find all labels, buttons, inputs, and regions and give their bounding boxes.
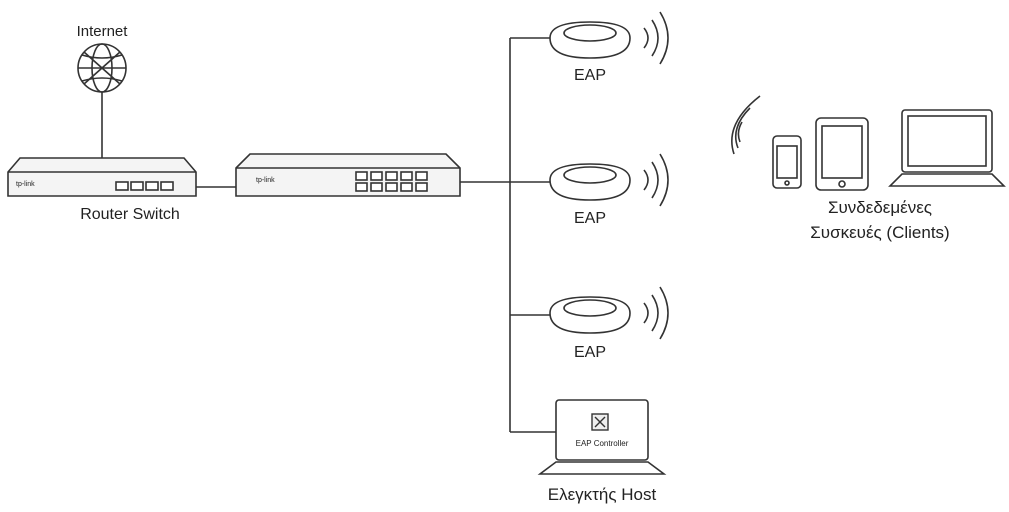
access-point-icon <box>549 21 631 59</box>
laptop-icon <box>888 109 1006 187</box>
eap-mid-label: EAP <box>574 210 606 227</box>
switch-device <box>235 153 461 197</box>
access-point-icon <box>549 296 631 334</box>
switch-brand: tp-link <box>256 177 275 184</box>
connection-lines <box>101 37 556 433</box>
globe-icon <box>77 43 127 93</box>
tablet-icon <box>815 117 869 191</box>
wifi-waves-icon <box>643 286 669 340</box>
access-point-icon <box>549 163 631 201</box>
phone-icon <box>772 135 802 189</box>
clients-label-line2: Συσκευές (Clients) <box>810 223 949 242</box>
controller-laptop-icon <box>537 399 667 475</box>
eap-top-label: EAP <box>574 67 606 84</box>
wifi-waves-icon <box>731 95 761 155</box>
controller-screen-text: EAP Controller <box>576 439 629 448</box>
controller-host-label: Ελεγκτής Host <box>548 485 657 504</box>
router-brand: tp-link <box>16 181 35 188</box>
router-device <box>7 157 197 197</box>
internet-label: Internet <box>77 23 129 40</box>
wifi-waves-icon <box>643 153 669 207</box>
router-label: Router Switch <box>80 206 180 223</box>
eap-bottom-label: EAP <box>574 344 606 361</box>
wifi-waves-icon <box>643 11 669 65</box>
clients-label-line1: Συνδεδεμένες <box>828 198 932 217</box>
tools-icon <box>591 413 609 431</box>
